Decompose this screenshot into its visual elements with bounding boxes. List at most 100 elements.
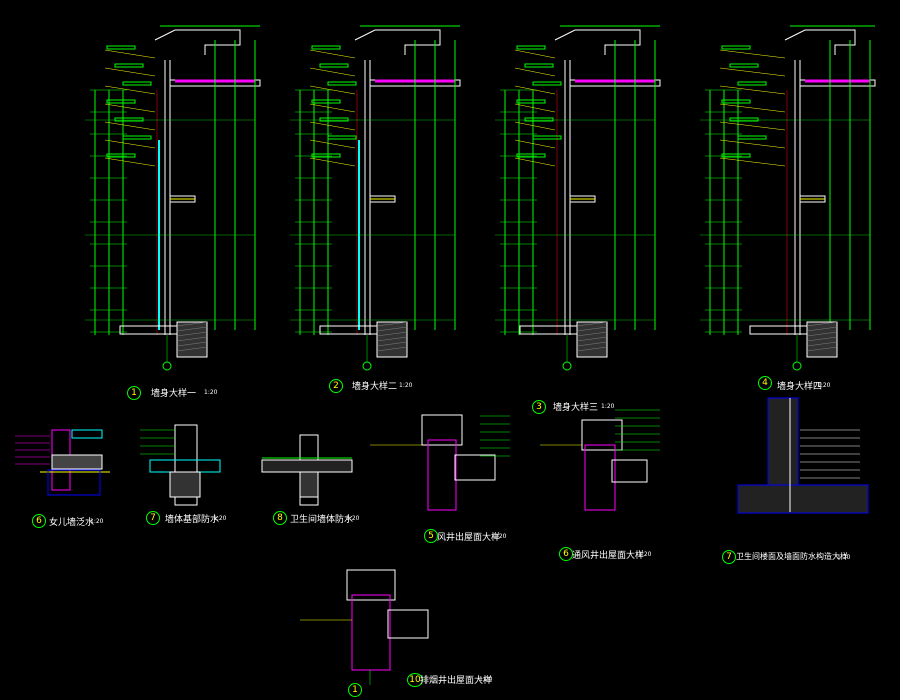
annotation-leader (309, 103, 356, 113)
hatch-line (806, 331, 838, 337)
annotation-leader (719, 157, 786, 167)
annotation-text-mark (311, 153, 341, 158)
hatch-line (176, 346, 208, 352)
detail-6-title: 女儿墙泛水 (49, 518, 95, 528)
cornice-outline (554, 29, 641, 55)
hatch-line (376, 341, 408, 347)
hatch-line (806, 346, 838, 352)
hatch-line (806, 336, 838, 342)
detail-4-scale: 1:20 (817, 382, 831, 389)
detail-1-title: 墙身大样一 (151, 389, 197, 399)
cornice-outline (784, 29, 856, 55)
detail-10-scale: 1:20 (479, 676, 493, 683)
annotation-leader (309, 49, 356, 59)
annotation-leader (514, 85, 556, 95)
detail-2-title: 墙身大样二 (352, 382, 398, 392)
annotation-text-mark (721, 153, 751, 158)
detail-vent-number: 6 (559, 547, 573, 561)
annotation-leader (514, 67, 556, 77)
base-footing (169, 471, 201, 498)
smoke-cap (346, 569, 396, 601)
annotation-leader (104, 85, 156, 95)
toilet-floor-section (737, 484, 869, 514)
axis-circle (562, 361, 572, 371)
annotation-leader (514, 157, 556, 167)
annotation-leader (719, 67, 786, 77)
detail-3-scale: 1:20 (601, 403, 615, 410)
detail-1-number: 1 (127, 386, 141, 400)
annotation-leader (309, 139, 356, 149)
hatch-line (176, 336, 208, 342)
cornice-outline (354, 29, 441, 55)
hatch-line (176, 326, 208, 332)
annotation-leader (104, 121, 156, 131)
detail-10-title: 排烟井出屋面大样 (420, 676, 493, 686)
hatch-line (376, 331, 408, 337)
annotation-leader (104, 49, 156, 59)
hatch-line (576, 326, 608, 332)
detail-toilet-scale: 1:20 (837, 554, 851, 561)
annotation-leader (514, 103, 556, 113)
detail-vent-scale: 1:20 (638, 551, 652, 558)
axis-bubble: 1 (348, 683, 362, 697)
annotation-text-mark (311, 45, 341, 50)
hatch-line (576, 336, 608, 342)
annotation-text-mark (524, 63, 554, 68)
vent2-shaft (584, 444, 616, 511)
detail-1-scale: 1:20 (204, 389, 218, 396)
vent2-cap (581, 419, 623, 451)
annotation-leader (514, 139, 556, 149)
detail-6-scale: 1:20 (90, 518, 104, 525)
annotation-leader (514, 121, 556, 131)
annotation-text-mark (721, 45, 751, 50)
detail-7-scale: 1:20 (213, 515, 227, 522)
cornice-outline (154, 29, 241, 55)
hatch-line (376, 346, 408, 352)
base-waterproof-layer (149, 459, 221, 473)
annotation-text-mark (122, 135, 152, 140)
annotation-leader (719, 121, 786, 131)
hatch-line (176, 331, 208, 337)
detail-5-title: 风井出屋面大样 (437, 533, 501, 543)
annotation-text-mark (319, 117, 349, 122)
smoke-shaft (351, 594, 391, 671)
annotation-text-mark (729, 63, 759, 68)
annotation-leader (719, 85, 786, 95)
axis-circle (792, 361, 802, 371)
foundation-hatch (806, 321, 838, 358)
hatch-line (176, 321, 208, 327)
annotation-text-mark (106, 153, 136, 158)
annotation-text-mark (532, 135, 562, 140)
axis-circle (162, 361, 172, 371)
vent-shaft (427, 439, 457, 511)
detail-3-title: 墙身大样三 (553, 403, 599, 413)
hatch-line (176, 341, 208, 347)
annotation-text-mark (114, 63, 144, 68)
detail-6-number: 6 (32, 514, 46, 528)
annotation-leader (104, 157, 156, 167)
annotation-leader (719, 103, 786, 113)
foundation-hatch (576, 321, 608, 358)
annotation-leader (104, 139, 156, 149)
detail-2-number: 2 (329, 379, 343, 393)
detail-2-scale: 1:20 (399, 382, 413, 389)
hatch-line (376, 321, 408, 327)
annotation-text-mark (516, 153, 546, 158)
parapet-cap (71, 429, 103, 439)
detail-toilet-number: 7 (722, 550, 736, 564)
annotation-text-mark (721, 99, 751, 104)
annotation-text-mark (532, 81, 562, 86)
annotation-text-mark (737, 81, 767, 86)
annotation-text-mark (729, 117, 759, 122)
annotation-leader (309, 67, 356, 77)
hatch-line (376, 326, 408, 332)
detail-toilet-title: 卫生间楼面及墙面防水构造大样 (736, 552, 848, 561)
axis-circle (362, 361, 372, 371)
detail-10-number: 10 (407, 673, 423, 687)
base-wall (174, 424, 198, 506)
annotation-text-mark (114, 117, 144, 122)
annotation-text-mark (327, 81, 357, 86)
annotation-text-mark (524, 117, 554, 122)
hatch-line (576, 321, 608, 327)
